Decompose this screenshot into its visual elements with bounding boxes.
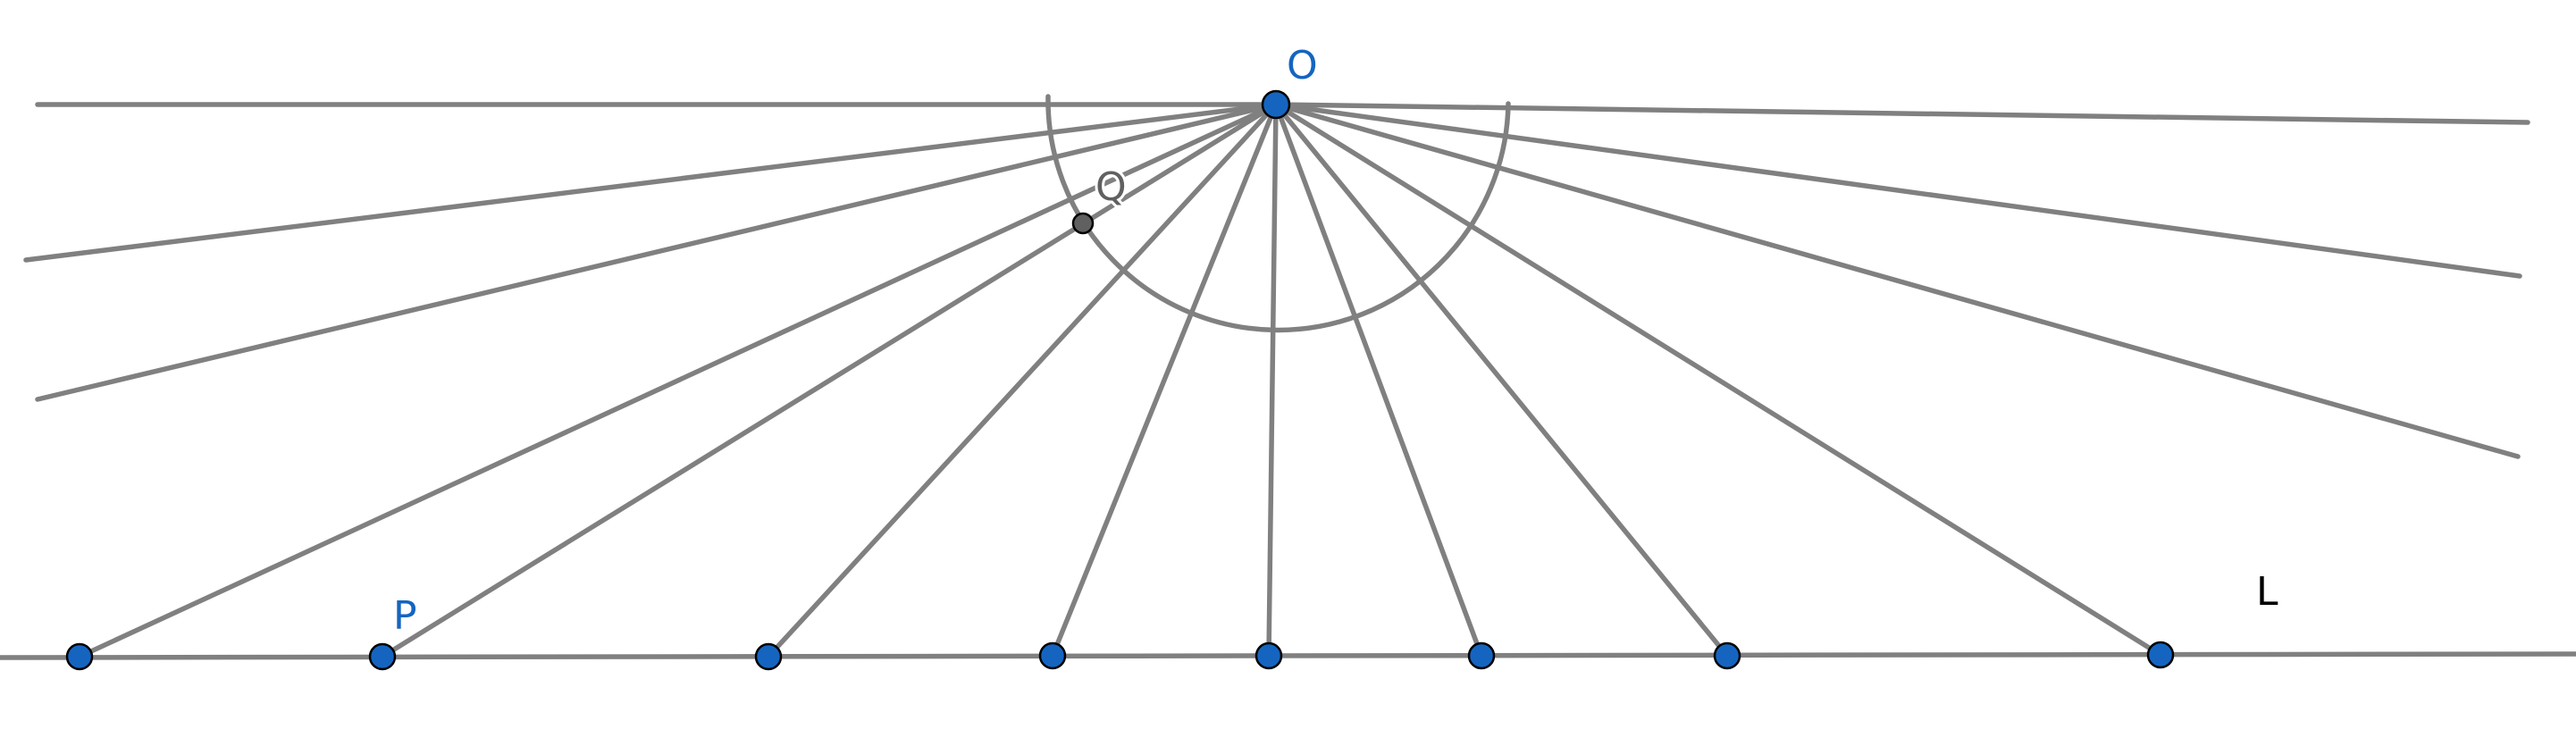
segment-o-5 [1266,102,1279,658]
point-l-7[interactable] [1713,641,1741,670]
ray-upper-left-3 [35,102,1279,402]
segment-o-4 [1050,102,1279,658]
ray-upper-right-1 [1273,102,2530,125]
point-l-1[interactable] [65,642,94,671]
point-l-8[interactable] [2146,641,2175,669]
segment-o-3 [766,102,1279,659]
point-q[interactable] [1071,212,1095,235]
point-p[interactable] [368,642,397,671]
label-l: L [2256,569,2278,615]
line-l [0,651,2576,660]
label-p: P [393,593,417,639]
point-l-6[interactable] [1467,641,1496,670]
point-l-3[interactable] [754,642,783,671]
point-o[interactable] [1261,89,1291,120]
ray-upper-right-2 [1273,102,2522,279]
semicircle-arc [1045,94,1511,333]
segment-o-6 [1273,102,1484,658]
segment-o-8 [1273,102,2163,658]
segment-o-p [380,102,1279,659]
point-l-4[interactable] [1038,641,1067,670]
label-o: O [1287,43,1318,88]
point-l-5[interactable] [1254,641,1283,670]
ray-upper-left-2 [23,102,1279,263]
segment-o-1 [77,102,1279,659]
label-q: Q [1095,164,1127,210]
ray-upper-right-3 [1273,102,2521,459]
segment-o-7 [1273,102,1730,658]
